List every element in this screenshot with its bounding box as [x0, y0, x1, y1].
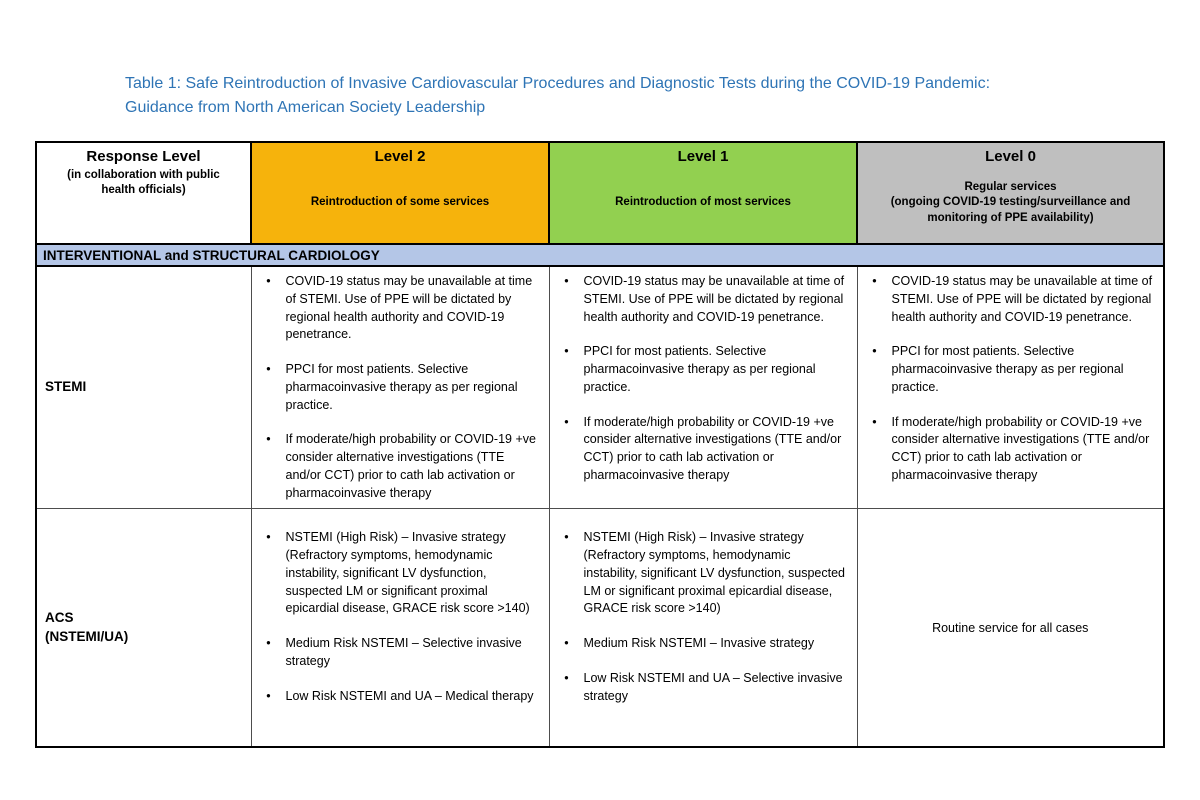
table-caption: Table 1: Safe Reintroduction of Invasive… — [125, 75, 991, 116]
acs-level-0-cell: Routine service for all cases — [856, 508, 1165, 748]
bullet-item: • Medium Risk NSTEMI – Invasive strategy — [550, 635, 849, 653]
level-1-title: Level 1 — [677, 148, 729, 165]
level-0-subtitle: Regular services — [964, 180, 1057, 193]
bullet-item: • COVID-19 status may be unavailable at t… — [252, 273, 541, 344]
bullet-list: • COVID-19 status may be unavailable at t… — [252, 273, 541, 502]
bullet-icon: • — [564, 636, 569, 650]
bullet-icon: • — [266, 636, 271, 650]
header-level-0: Level 0 Regular services (ongoing COVID-… — [856, 141, 1165, 245]
bullet-list: • NSTEMI (High Risk) – Invasive strategy … — [252, 529, 541, 705]
bullet-item: • PPCI for most patients. Selective pharm… — [858, 343, 1156, 396]
bullet-item: • Low Risk NSTEMI and UA – Medical therap… — [252, 688, 541, 706]
bullet-icon: • — [564, 414, 569, 429]
bullet-icon: • — [266, 274, 271, 288]
level-1-subtitle-wrap: Reintroduction of most services — [550, 165, 856, 241]
header-row: Response Level (in collaboration with pu… — [35, 141, 1165, 245]
bullet-text: Medium Risk NSTEMI – Invasive strategy — [583, 636, 815, 650]
level-0-subtitle-wrap: Regular services (ongoing COVID-19 testi… — [858, 165, 1163, 241]
bullet-text: COVID-19 status may be unavailable at ti… — [285, 274, 533, 342]
level-2-subtitle-wrap: Reintroduction of some services — [252, 165, 548, 241]
header-level-0-content: Level 0 Regular services (ongoing COVID-… — [858, 143, 1163, 241]
level-0-subtitle-2: (ongoing COVID-19 testing/surveillance a… — [890, 196, 1131, 224]
bullet-text: Low Risk NSTEMI and UA – Selective invas… — [583, 670, 843, 703]
bullet-item: • NSTEMI (High Risk) – Invasive strategy … — [252, 529, 541, 618]
bullet-item: • If moderate/high probability or COVID-1… — [252, 431, 541, 502]
bullet-icon: • — [564, 274, 569, 288]
bullet-icon: • — [266, 362, 271, 376]
stemi-level-1-cell: • COVID-19 status may be unavailable at t… — [548, 265, 858, 510]
bullet-text: If moderate/high probability or COVID-19… — [583, 414, 842, 482]
header-level-1: Level 1 Reintroduction of most services — [548, 141, 858, 245]
row-label-stemi: STEMI — [35, 265, 252, 510]
bullet-text: NSTEMI (High Risk) – Invasive strategy (… — [583, 530, 845, 616]
bullet-icon: • — [564, 344, 569, 359]
stemi-level-0-cell: • COVID-19 status may be unavailable at t… — [856, 265, 1165, 510]
bullet-item: • COVID-19 status may be unavailable at t… — [858, 273, 1156, 326]
bullet-text: COVID-19 status may be unavailable at ti… — [891, 274, 1153, 324]
bullet-item: • Low Risk NSTEMI and UA – Selective inva… — [550, 670, 849, 706]
header-response-level-content: Response Level (in collaboration with pu… — [37, 143, 250, 241]
table-row-stemi: STEMI • COVID-19 status may be unavailabl… — [35, 265, 1165, 510]
acs-level-1-cell: • NSTEMI (High Risk) – Invasive strategy … — [548, 508, 858, 748]
bullet-icon: • — [564, 670, 569, 685]
guidance-table: Response Level (in collaboration with pu… — [35, 141, 1165, 748]
bullet-icon: • — [872, 274, 877, 288]
level-0-title: Level 0 — [985, 148, 1036, 165]
bullet-list: • NSTEMI (High Risk) – Invasive strategy … — [550, 529, 849, 705]
bullet-item: • NSTEMI (High Risk) – Invasive strategy … — [550, 529, 849, 618]
bullet-list: • COVID-19 status may be unavailable at t… — [550, 273, 849, 485]
level-1-subtitle: Reintroduction of most services — [615, 196, 791, 209]
level-2-title: Level 2 — [374, 148, 426, 165]
row-label-acs: ACS (NSTEMI/UA) — [35, 508, 252, 748]
bullet-text: If moderate/high probability or COVID-19… — [285, 432, 536, 500]
bullet-item: • If moderate/high probability or COVID-1… — [858, 414, 1156, 485]
bullet-icon: • — [872, 414, 877, 429]
bullet-icon: • — [266, 530, 271, 545]
header-response-level: Response Level (in collaboration with pu… — [35, 141, 252, 245]
bullet-text: PPCI for most patients. Selective pharma… — [583, 344, 816, 394]
response-level-subtitle: (in collaboration with public health off… — [67, 169, 220, 196]
bullet-item: • Medium Risk NSTEMI – Selective invasive… — [252, 635, 541, 671]
header-level-1-content: Level 1 Reintroduction of most services — [550, 143, 856, 241]
bullet-text: If moderate/high probability or COVID-19… — [891, 414, 1150, 482]
bullet-icon: • — [266, 688, 271, 703]
bullet-text: NSTEMI (High Risk) – Invasive strategy (… — [285, 530, 530, 616]
bullet-text: Low Risk NSTEMI and UA – Medical therapy — [285, 688, 534, 703]
bullet-item: • PPCI for most patients. Selective pharm… — [252, 361, 541, 414]
section-header-interventional: INTERVENTIONAL and STRUCTURAL CARDIOLOGY — [35, 243, 1165, 267]
bullet-text: COVID-19 status may be unavailable at ti… — [583, 274, 845, 324]
bullet-item: • PPCI for most patients. Selective pharm… — [550, 343, 849, 396]
acs-level-2-cell: • NSTEMI (High Risk) – Invasive strategy … — [250, 508, 550, 748]
bullet-item: • COVID-19 status may be unavailable at t… — [550, 273, 849, 326]
bullet-icon: • — [872, 344, 877, 359]
bullet-text: PPCI for most patients. Selective pharma… — [285, 362, 518, 412]
section-row: INTERVENTIONAL and STRUCTURAL CARDIOLOGY — [35, 243, 1165, 267]
bullet-list: • COVID-19 status may be unavailable at t… — [858, 273, 1156, 485]
stemi-level-2-cell: • COVID-19 status may be unavailable at t… — [250, 265, 550, 510]
header-level-2-content: Level 2 Reintroduction of some services — [252, 143, 548, 241]
header-level-2: Level 2 Reintroduction of some services — [250, 141, 550, 245]
bullet-icon: • — [564, 530, 569, 545]
bullet-text: PPCI for most patients. Selective pharma… — [891, 344, 1124, 394]
table-row-acs: ACS (NSTEMI/UA) • NSTEMI (High Risk) – In… — [35, 508, 1165, 748]
routine-service-text: Routine service for all cases — [932, 620, 1089, 635]
level-2-subtitle: Reintroduction of some services — [310, 196, 490, 209]
bullet-text: Medium Risk NSTEMI – Selective invasive … — [285, 636, 522, 668]
response-level-title: Response Level — [86, 148, 201, 165]
bullet-icon: • — [266, 432, 271, 447]
bullet-item: • If moderate/high probability or COVID-1… — [550, 414, 849, 485]
